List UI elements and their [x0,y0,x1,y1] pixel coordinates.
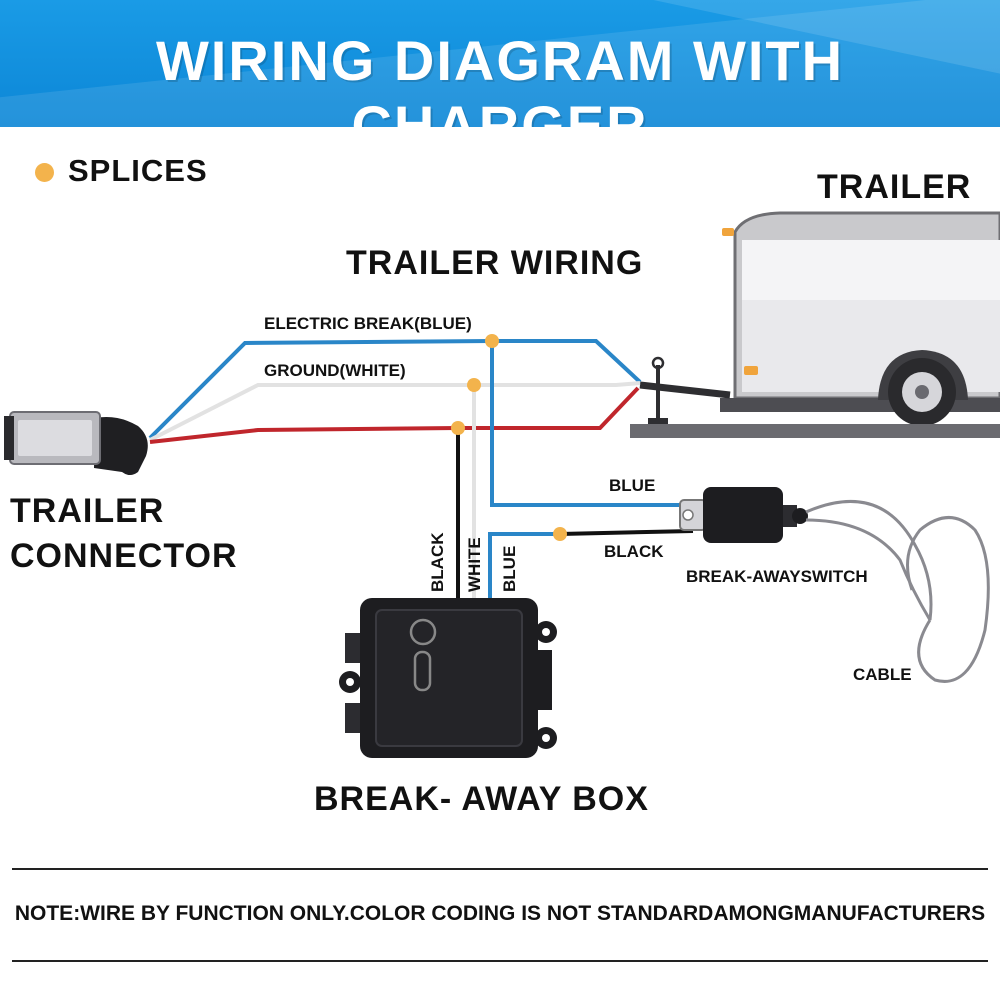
black-switch-wire [559,529,694,536]
breakaway-box-label: BREAK- AWAY BOX [314,780,649,818]
trailer-illustration [630,211,1000,438]
tongue-bar [639,381,731,399]
ground-strip [630,424,1000,438]
splice-dot [553,527,567,541]
divider-top [12,868,988,870]
breakaway-switch-device [679,487,990,683]
trailer-wiring-label: TRAILER WIRING [346,244,644,282]
marker-light-icon [744,366,758,375]
splice-dot [451,421,465,435]
breakaway-wiring [456,341,694,600]
blue-box-wire [488,532,560,600]
trailer-connector-plug [4,411,148,475]
page-title: WIRING DIAGRAM WITH CHARGER [155,29,845,127]
marker-light-icon [722,228,734,236]
splices [451,334,567,541]
splice-legend-icon [35,163,54,182]
blue-switch-wire-label: BLUE [609,476,656,495]
splices-legend-label: SPLICES [68,153,208,188]
breakaway-switch-label: BREAK-AWAYSWITCH [686,567,868,586]
white-box-wire-label: WHITE [465,537,484,592]
power-wire [149,386,640,444]
cable-label: CABLE [853,665,912,684]
blue-switch-wire [490,341,693,507]
indicator-light-icon [409,618,437,646]
footer-note: NOTE:WIRE BY FUNCTION ONLY.COLOR CODING … [14,902,986,925]
trailer-connector-label-line1: TRAILER [10,492,165,530]
electric-brake-wire [148,339,642,440]
trailer-wiring [148,339,642,444]
splice-dot [467,378,481,392]
black-box-wire-label: BLACK [428,532,447,593]
divider-bottom [12,960,988,962]
trailer-label: TRAILER [817,168,972,206]
cable-icon [805,499,933,621]
black-switch-wire-label: BLACK [604,542,664,561]
ground-wire [149,381,641,442]
switch-slot-icon [413,650,432,692]
breakaway-box-device [339,598,557,758]
header-banner: WIRING DIAGRAM WITH CHARGER [0,0,1000,127]
trailer-connector-label-line2: CONNECTOR [10,537,238,575]
splice-dot [485,334,499,348]
ground-wire-label: GROUND(WHITE) [264,361,406,380]
electric-brake-wire-label: ELECTRIC BREAK(BLUE) [264,314,472,333]
blue-box-wire-label: BLUE [500,545,519,592]
